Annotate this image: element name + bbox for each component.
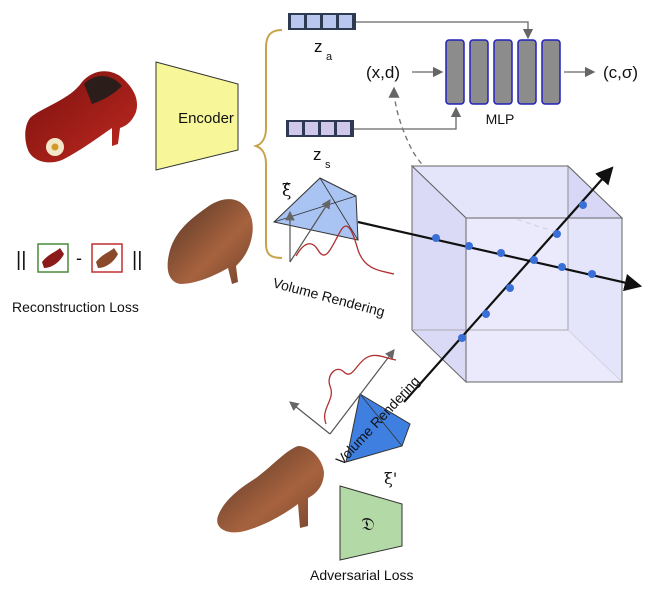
zs-to-mlp-arrow [354,106,462,130]
za-to-mlp-arrow [356,21,534,40]
encoder-label: Encoder [178,110,234,127]
xi-hat-label: ξ̂ [282,181,291,201]
density-curve-top [295,225,395,275]
adversarial-loss-label: Adversarial Loss [310,567,414,583]
mlp-block [445,39,561,105]
discriminator-label: 𝔇 [361,514,374,535]
discriminator-block: 𝔇 [339,485,403,561]
za-subscript: a [326,51,333,63]
latent-code-zs [286,120,354,137]
ray-sample-points [432,201,596,342]
reconstructed-shoe-image [167,199,253,284]
thumbnail-input [37,243,69,273]
za-label: z [314,37,323,56]
reconstruction-loss-label: Reconstruction Loss [12,299,139,315]
zs-subscript: s [325,159,331,171]
mlp-input-label: (x,d) [366,63,400,82]
norm-bar-right: || [132,249,142,271]
input-shoe-image [25,71,138,163]
mlp-label: MLP [486,111,515,127]
rendering-axes-bottom [289,349,395,435]
mlp-output-label: (c,σ) [603,63,638,82]
xi-prime-label: ξ' [384,469,397,488]
camera-xi-prime [345,393,411,463]
norm-bar-left: || [16,249,26,271]
zs-label: z [313,145,322,164]
thumbnail-reconstruction [91,243,123,273]
encoder-block: Encoder [155,61,239,171]
rendering-axes-top [285,198,331,263]
density-curve-bottom [324,354,397,425]
volume-rendering-label-top: Volume Rendering [271,274,386,319]
volume-rendering-label-bottom: Volume Rendering [332,373,422,468]
latent-bracket [252,29,283,259]
minus-sign: - [76,248,82,268]
latent-code-za [288,13,356,30]
generated-shoe-image [217,446,324,533]
